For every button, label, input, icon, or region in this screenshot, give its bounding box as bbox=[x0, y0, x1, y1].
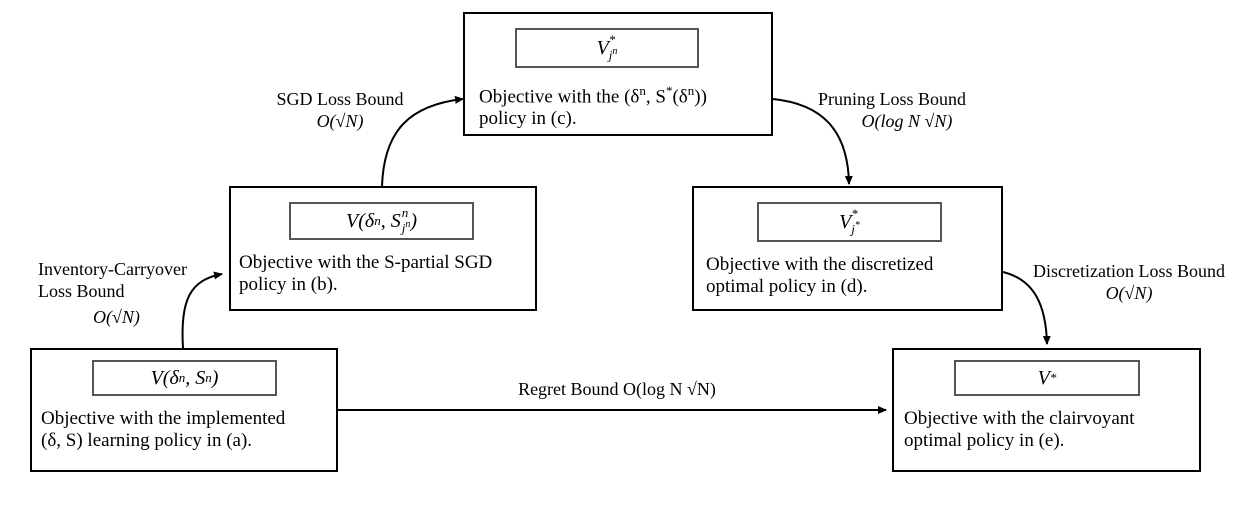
node-a-sup2: n bbox=[205, 370, 212, 385]
node-e-symbol-text: V bbox=[1037, 366, 1050, 389]
node-c-symbol-text: V bbox=[596, 36, 609, 59]
node-d-desc-line2: optimal policy in (d). bbox=[706, 276, 868, 297]
node-a-symbol-text: V(δ bbox=[150, 366, 179, 389]
node-c-desc-line1-text: Objective with the (δ bbox=[479, 86, 640, 108]
arrow-discretization bbox=[1002, 271, 1051, 345]
node-c-desc-sup2: * bbox=[665, 83, 673, 98]
node-b-subsup: n bbox=[405, 219, 411, 231]
node-c-desc-paren: (δ bbox=[672, 86, 688, 108]
node-d-subsup: * bbox=[854, 220, 860, 232]
node-c-desc-line2: policy in (c). bbox=[479, 108, 577, 130]
node-a-desc-line1: Objective with the implemented bbox=[41, 408, 286, 429]
node-b-sup2: n bbox=[401, 205, 409, 221]
node-b-desc-line1: Objective with the S-partial SGD bbox=[239, 252, 493, 273]
node-c-desc-sup3: n bbox=[687, 83, 695, 98]
node-d: V*j* Objective with the discretized opti… bbox=[692, 186, 1003, 311]
edge-label-sgd: SGD Loss Bound O(√N) bbox=[266, 88, 414, 132]
edge-label-regret: Regret Bound O(log N √N) bbox=[506, 378, 728, 400]
node-b-end: ) bbox=[410, 209, 417, 232]
edge-inventory-line1: Inventory-Carryover bbox=[38, 259, 187, 279]
node-b-description: Objective with the S-partial SGD policy … bbox=[239, 252, 534, 296]
node-a-desc-line2: (δ, S) learning policy in (a). bbox=[41, 430, 253, 451]
node-e: V* Objective with the clairvoyant optima… bbox=[892, 348, 1201, 472]
node-e-symbol: V* bbox=[954, 360, 1140, 396]
edge-sgd-bound: O(√N) bbox=[316, 111, 364, 131]
node-c-desc-mid: , S bbox=[645, 86, 666, 108]
edge-sgd-line1: SGD Loss Bound bbox=[276, 89, 404, 109]
arrow-pruning bbox=[772, 98, 853, 185]
node-d-description: Objective with the discretized optimal p… bbox=[706, 254, 1001, 298]
edge-inventory-line2: Loss Bound bbox=[38, 281, 125, 301]
node-b-desc-line2: policy in (b). bbox=[239, 274, 338, 295]
node-b-sub: j bbox=[401, 220, 406, 236]
node-c-desc-end: )) bbox=[694, 86, 707, 108]
node-d-sub: j bbox=[851, 221, 855, 237]
edge-discretization-bound: O(√N) bbox=[1105, 283, 1153, 303]
edge-label-discretization: Discretization Loss Bound O(√N) bbox=[1018, 260, 1240, 304]
node-a-mid: , S bbox=[185, 366, 206, 389]
node-c-description: Objective with the (δn, S*(δn)) policy i… bbox=[479, 80, 771, 130]
node-c-desc-line1: Objective with the (δn, S*(δn)) bbox=[479, 80, 771, 108]
node-e-desc-line1: Objective with the clairvoyant bbox=[904, 408, 1135, 429]
edge-label-inventory: Inventory-Carryover Loss Bound O(√N) bbox=[38, 258, 187, 328]
node-a-end: ) bbox=[211, 366, 219, 389]
node-c-sup: * bbox=[608, 32, 616, 48]
edge-label-pruning: Pruning Loss Bound O(log N √N) bbox=[806, 88, 978, 132]
node-d-symbol-text: V bbox=[839, 210, 852, 233]
node-c-symbol: V*jn bbox=[515, 28, 699, 68]
node-d-symbol: V*j* bbox=[757, 202, 942, 242]
node-c: V*jn Objective with the (δn, S*(δn)) pol… bbox=[463, 12, 773, 136]
edge-pruning-line1: Pruning Loss Bound bbox=[817, 89, 967, 109]
node-b-mid: , S bbox=[380, 209, 401, 232]
node-c-desc-sup1: n bbox=[639, 83, 646, 98]
edge-discretization-line1: Discretization Loss Bound bbox=[1033, 261, 1225, 281]
edge-inventory-bound: O(√N) bbox=[93, 307, 140, 327]
node-d-sup: * bbox=[851, 206, 858, 222]
node-b-sup1: n bbox=[374, 213, 381, 228]
node-e-description: Objective with the clairvoyant optimal p… bbox=[904, 408, 1199, 452]
node-c-sub: j bbox=[608, 47, 613, 63]
arrow-sgd bbox=[381, 95, 464, 187]
node-c-subsup: n bbox=[612, 46, 618, 58]
node-a-sup1: n bbox=[178, 370, 186, 385]
arrow-inventory bbox=[181, 271, 223, 349]
node-e-desc-line2: optimal policy in (e). bbox=[904, 430, 1065, 451]
node-d-desc-line1: Objective with the discretized bbox=[706, 254, 934, 275]
node-a-description: Objective with the implemented (δ, S) le… bbox=[41, 408, 336, 452]
edge-regret-line1: Regret Bound O(log N √N) bbox=[518, 379, 716, 399]
node-e-sup: * bbox=[1049, 370, 1057, 385]
edge-pruning-bound: O(log N √N) bbox=[861, 111, 953, 131]
node-b-symbol-text: V(δ bbox=[346, 209, 375, 232]
